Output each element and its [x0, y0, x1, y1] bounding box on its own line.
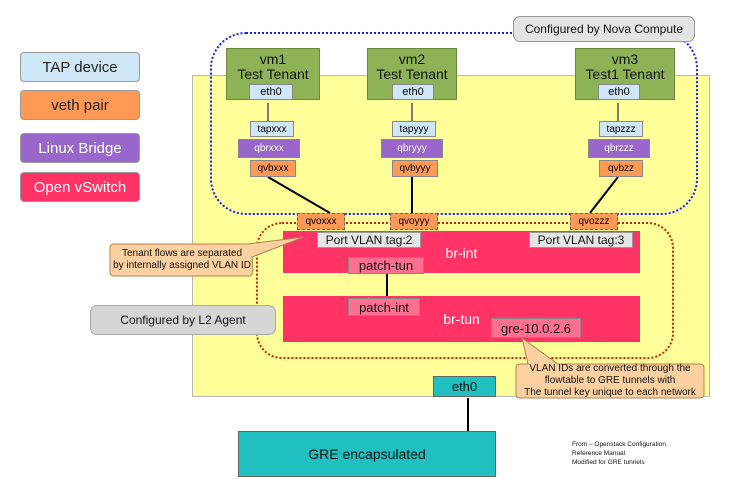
- l2-agent-region: [256, 222, 674, 359]
- vm1-eth0: eth0: [249, 84, 293, 100]
- nova-compute-region: [210, 32, 698, 215]
- vm1-qvo-port: qvoxxx: [297, 213, 345, 230]
- vm2-qvo-port: qvoyyy: [390, 213, 438, 230]
- callout-tenant-flows: Tenant flows are separated by internally…: [112, 246, 252, 274]
- gre-encapsulated-box: GRE encapsulated: [238, 431, 496, 477]
- vm3-name: vm3: [611, 51, 639, 67]
- vm3-eth0: eth0: [598, 84, 640, 100]
- footnote-line1: From – Openstack Configuration: [572, 441, 666, 448]
- br-tun-label: br-tun: [443, 311, 480, 327]
- vm3-qvb-veth: qvbzz: [599, 160, 643, 177]
- callout-vlan-line2: flowtable to GRE tunnels with: [544, 375, 676, 386]
- port-vlan-tag-2: Port VLAN tag:2: [317, 232, 421, 248]
- host-eth0: eth0: [433, 376, 496, 397]
- l2-agent-label: Configured by L2 Agent: [90, 305, 276, 335]
- vm2-qvb-veth: qvbyyy: [392, 160, 438, 177]
- port-vlan-tag-3: Port VLAN tag:3: [529, 232, 633, 248]
- vm1-tap-device: tapxxx: [250, 121, 294, 137]
- source-footnote: From – Openstack Configuration Reference…: [572, 440, 732, 470]
- vm1-name: vm1: [259, 51, 287, 67]
- footnote-line3: Modified for GRE tunnels: [572, 459, 645, 466]
- patch-tun-port: patch-tun: [348, 257, 424, 274]
- callout-tenant-line1: Tenant flows are separated: [121, 248, 243, 259]
- vm2-tap-device: tapyyy: [392, 121, 436, 137]
- callout-vlan-line1: VLAN IDs are converted through the: [529, 363, 691, 374]
- vm1-qvb-veth: qvbxxx: [250, 160, 296, 177]
- vm2-qbr-bridge: qbryyy: [381, 139, 443, 158]
- vm3-qbr-bridge: qbrzzz: [588, 139, 650, 158]
- callout-vlan-to-gre: VLAN IDs are converted through the flowt…: [518, 363, 702, 398]
- footnote-line2: Reference Manual: [572, 450, 626, 457]
- callout-vlan-line3: The tunnel key unique to each network: [524, 387, 696, 398]
- nova-compute-label: Configured by Nova Compute: [513, 16, 695, 42]
- vm3-tenant: Test1 Tenant: [585, 66, 665, 82]
- vm3-qvo-port: qvozzz: [570, 213, 618, 230]
- vm3-tap-device: tapzzz: [599, 121, 643, 137]
- vm3-box: vm3 Test1 Tenant: [575, 48, 675, 100]
- line-vm1-to-br-int: [267, 176, 331, 214]
- legend-veth-pair: veth pair: [20, 90, 140, 120]
- vm2-tenant: Test Tenant: [376, 66, 448, 82]
- br-int-label: br-int: [445, 245, 478, 261]
- callout-tenant-line2: by internally assigned VLAN ID: [113, 260, 251, 271]
- vm1-tenant: Test Tenant: [237, 66, 309, 82]
- legend-tap-device: TAP device: [20, 52, 140, 82]
- vm2-box: vm2 Test Tenant: [367, 48, 457, 100]
- patch-int-port: patch-int: [348, 298, 420, 316]
- legend-linux-bridge: Linux Bridge: [20, 133, 140, 163]
- gre-tunnel-port: gre-10.0.2.6: [491, 318, 581, 338]
- vm2-eth0: eth0: [392, 84, 434, 100]
- vm2-name: vm2: [398, 51, 426, 67]
- vm1-qbr-bridge: qbrxxx: [238, 139, 300, 158]
- line-vm3-to-br-int: [589, 176, 619, 214]
- legend-open-vswitch: Open vSwitch: [20, 172, 140, 202]
